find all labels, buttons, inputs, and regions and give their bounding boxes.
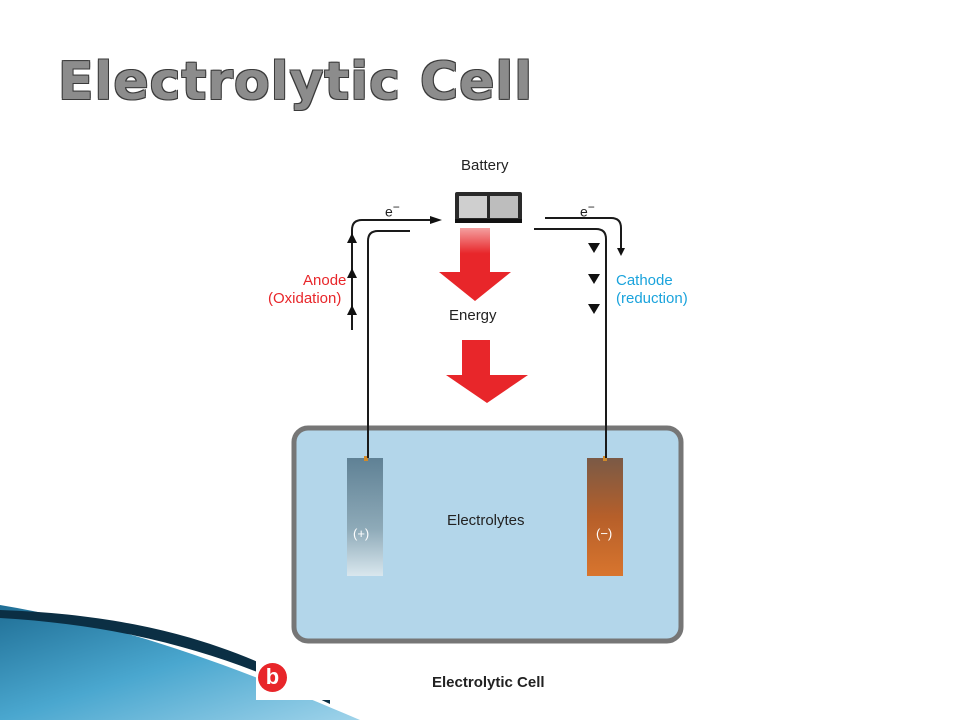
electron-charge-left: − [392, 200, 400, 214]
electron-flow-arrows [347, 216, 625, 315]
energy-label: Energy [449, 307, 497, 324]
electron-label-right: e− [580, 200, 595, 220]
energy-arrow-upper [439, 228, 511, 301]
slide-title: Electrolytic Cell [58, 52, 534, 112]
anode-label: Anode [303, 272, 347, 289]
figure-caption-bar [256, 660, 698, 700]
electron-symbol-right: e [580, 203, 588, 220]
cathode-label: Cathode [616, 272, 673, 289]
cathode-electrode [587, 458, 623, 576]
electron-charge-right: − [587, 200, 595, 214]
electron-symbol-left: e [385, 203, 393, 220]
anode-oxidation-label: (Oxidation) [268, 290, 342, 307]
figure-caption: Electrolytic Cell [432, 674, 545, 691]
publisher-logo-badge: b [258, 663, 287, 692]
battery-icon [455, 192, 522, 223]
battery-label: Battery [461, 157, 509, 174]
electrolytes-label: Electrolytes [447, 512, 525, 529]
electron-label-left: e− [385, 200, 400, 220]
electrolyte-tank [291, 425, 684, 644]
anode-electrode [347, 458, 383, 576]
negative-electrode-label: (−) [596, 526, 613, 541]
circuit-wires [351, 217, 622, 458]
energy-arrow-lower [446, 340, 528, 403]
positive-electrode-label: (+) [353, 526, 370, 541]
cathode-reduction-label: (reduction) [616, 290, 688, 307]
